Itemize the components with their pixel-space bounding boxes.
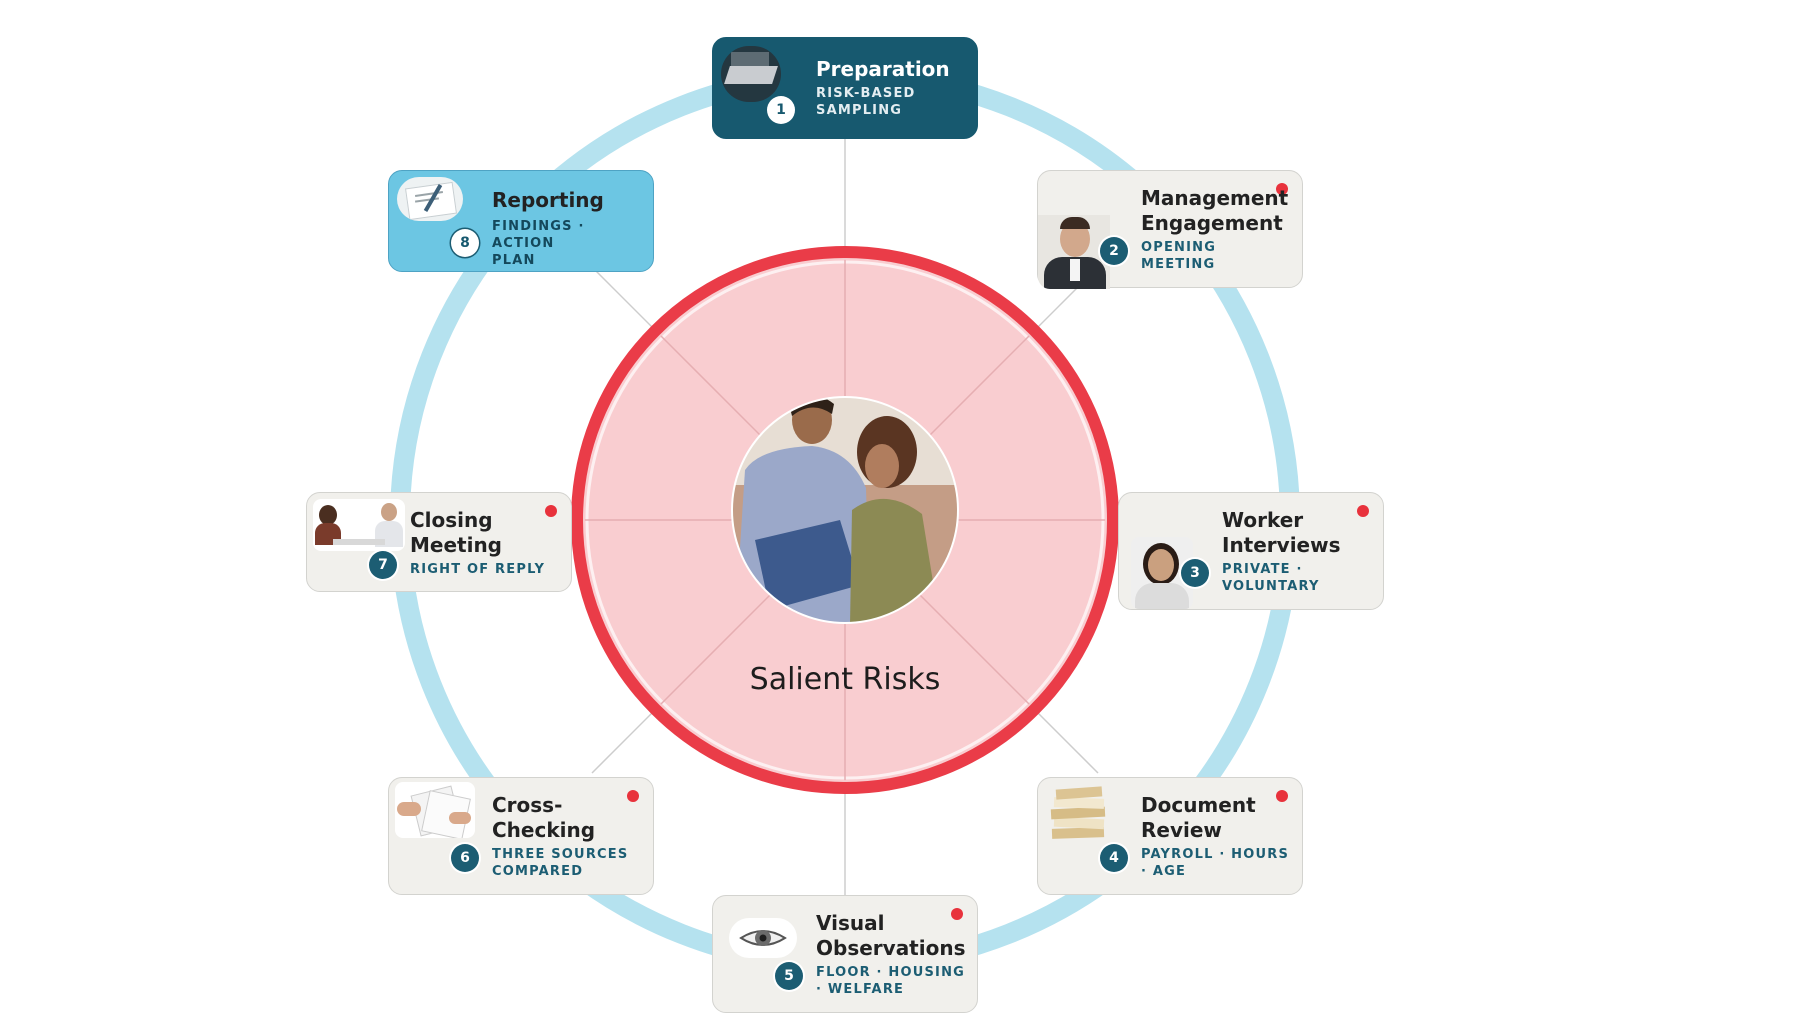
flag-dot — [1276, 790, 1288, 802]
laptop-photo-icon — [721, 46, 781, 102]
meeting-photo-icon — [313, 499, 405, 551]
step-subtitle: RISK-BASED SAMPLING — [816, 86, 916, 118]
step-title: Cross-Checking — [492, 793, 596, 842]
step-subtitle: PRIVATE · VOLUNTARY — [1222, 562, 1320, 594]
step-card-closing-meeting[interactable]: Closing Meeting RIGHT OF REPLY 7 — [306, 492, 572, 592]
step-title: Preparation — [816, 57, 950, 81]
step-card-reporting[interactable]: Reporting FINDINGS · ACTION PLAN 8 — [388, 170, 654, 272]
flag-dot — [1357, 505, 1369, 517]
step-title: Management Engagement — [1141, 186, 1289, 235]
flag-dot — [627, 790, 639, 802]
hub-label: Salient Risks — [749, 662, 941, 697]
step-number-badge: 6 — [451, 844, 479, 872]
step-title: Document Review — [1141, 793, 1256, 842]
step-subtitle: THREE SOURCES COMPARED — [492, 847, 629, 879]
step-card-cross-checking[interactable]: Cross-Checking THREE SOURCES COMPARED 6 — [388, 777, 654, 895]
step-card-visual-observations[interactable]: Visual Observations FLOOR · HOUSING · WE… — [712, 895, 978, 1013]
step-card-management-engagement[interactable]: Management Engagement OPENING MEETING 2 — [1037, 170, 1303, 289]
step-subtitle: OPENING MEETING — [1141, 240, 1217, 272]
step-title: Worker Interviews — [1222, 508, 1341, 557]
step-number-badge: 8 — [451, 229, 479, 257]
flag-dot — [1276, 183, 1288, 195]
step-number-badge: 3 — [1181, 559, 1209, 587]
step-title: Closing Meeting — [410, 508, 503, 557]
step-subtitle: FLOOR · HOUSING · WELFARE — [816, 965, 966, 997]
step-card-preparation[interactable]: Preparation RISK-BASED SAMPLING 1 — [712, 37, 978, 139]
step-subtitle: PAYROLL · HOURS · AGE — [1141, 847, 1290, 879]
eye-icon — [729, 918, 797, 958]
step-subtitle: RIGHT OF REPLY — [410, 562, 546, 577]
step-number-badge: 5 — [775, 962, 803, 990]
flag-dot — [545, 505, 557, 517]
hub-photo-frame — [731, 396, 959, 624]
step-title: Visual Observations — [816, 911, 966, 960]
step-card-worker-interviews[interactable]: Worker Interviews PRIVATE · VOLUNTARY 3 — [1118, 492, 1384, 610]
step-number-badge: 2 — [1100, 237, 1128, 265]
step-number-badge: 4 — [1100, 844, 1128, 872]
manager-portrait-icon — [1038, 215, 1110, 289]
flag-dot — [951, 908, 963, 920]
step-number-badge: 7 — [369, 551, 397, 579]
papers-hands-icon — [395, 782, 475, 838]
step-subtitle: FINDINGS · ACTION PLAN — [492, 219, 585, 268]
document-stack-icon — [1048, 784, 1110, 844]
step-number-badge: 1 — [767, 96, 795, 124]
hub-photo — [732, 397, 958, 623]
signing-document-icon — [397, 177, 463, 221]
step-card-document-review[interactable]: Document Review PAYROLL · HOURS · AGE 4 — [1037, 777, 1303, 895]
worker-portrait-icon — [1131, 537, 1193, 609]
step-title: Reporting — [492, 188, 604, 212]
